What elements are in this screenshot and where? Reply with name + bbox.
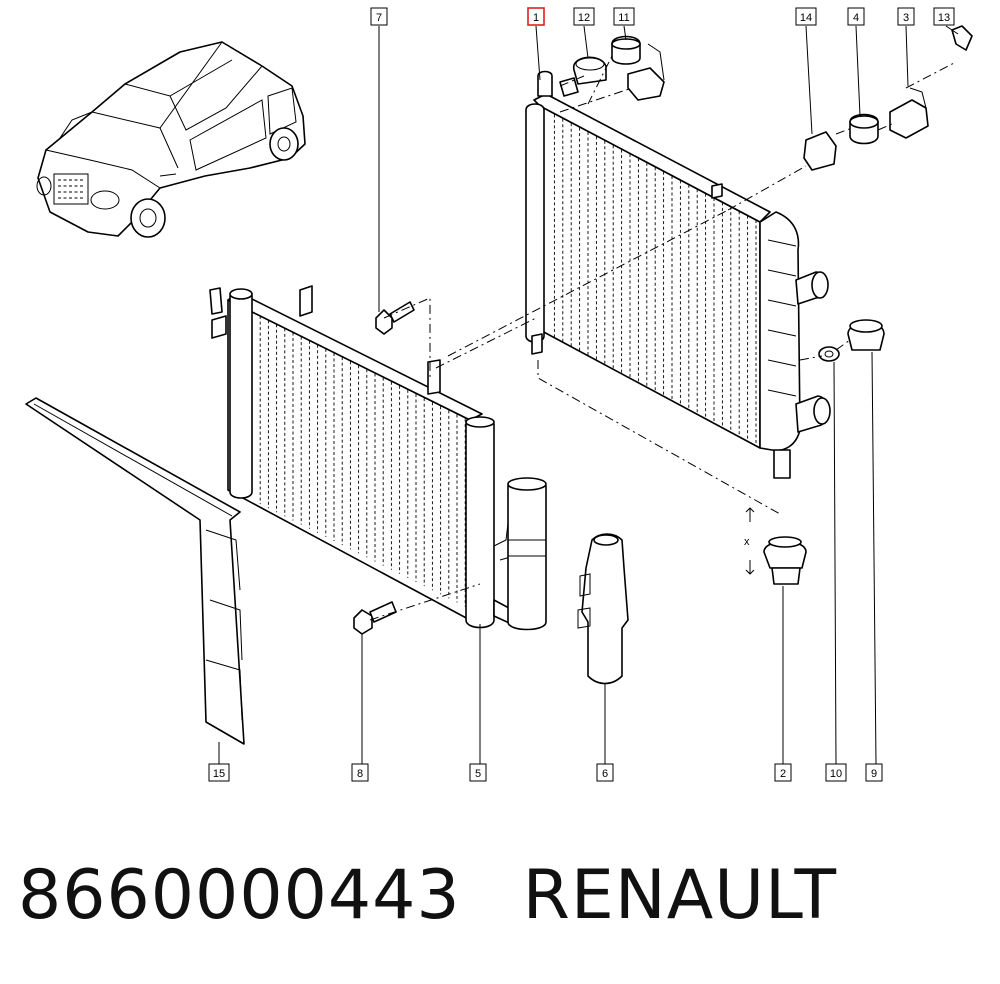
condenser-assembly (209, 285, 547, 631)
clamp-part-12 (573, 56, 607, 85)
callout-label: 10 (830, 768, 842, 780)
callout-label: 12 (578, 12, 590, 24)
callout-13: 13 (933, 7, 955, 26)
bracket-part-11b (627, 43, 665, 101)
bolt-part-7 (375, 301, 415, 335)
callout-12: 12 (573, 7, 595, 26)
footer: 8660000443 RENAULT (18, 856, 837, 956)
leader-lines (218, 25, 959, 765)
callout-11: 11 (613, 7, 635, 26)
seal-part-10 (818, 346, 840, 362)
callout-label: 13 (938, 12, 950, 24)
callout-label: 7 (376, 12, 382, 24)
assembly-lines (369, 55, 957, 621)
callout-4: 4 (847, 7, 865, 26)
callout-label: 11 (618, 12, 629, 24)
callout-15: 15 (208, 763, 230, 782)
callout-label: 14 (800, 12, 812, 24)
dimension-marker: x (744, 507, 755, 575)
cap-part-9 (847, 319, 885, 351)
bush-part-11 (611, 35, 641, 65)
brand-name: RENAULT (522, 856, 838, 935)
callout-6: 6 (596, 763, 614, 782)
callout-2: 2 (774, 763, 792, 782)
callout-label: 4 (853, 12, 859, 24)
callout-3: 3 (897, 7, 915, 26)
callout-label: 15 (213, 768, 225, 780)
callout-label: 9 (871, 768, 877, 780)
callout-1: 1 (527, 7, 545, 26)
air-deflector (25, 397, 245, 745)
bracket-part-3 (889, 87, 929, 139)
callout-label: 1 (533, 12, 539, 24)
callout-8: 8 (351, 763, 369, 782)
callout-label: 5 (475, 768, 481, 780)
bush-part-4 (849, 113, 879, 145)
dimension-label: x (744, 536, 750, 548)
callout-label: 2 (780, 768, 786, 780)
drier-bottle (577, 533, 629, 685)
callout-label: 3 (903, 12, 909, 24)
callout-label: 6 (602, 768, 608, 780)
callout-5: 5 (469, 763, 487, 782)
callout-label: 8 (357, 768, 363, 780)
radiator-assembly (525, 70, 831, 479)
bracket-part-14 (803, 131, 837, 171)
drain-plug-part-2 (763, 536, 807, 585)
car-illustration (36, 41, 306, 238)
callout-9: 9 (865, 763, 883, 782)
part-number: 8660000443 (18, 856, 461, 935)
callout-10: 10 (825, 763, 847, 782)
callout-14: 14 (795, 7, 817, 26)
callout-7: 7 (370, 7, 388, 26)
callout-boxes: 7 1 12 11 14 4 3 13 15 8 5 6 2 10 9 (208, 7, 955, 782)
clip-part-13 (951, 25, 973, 51)
